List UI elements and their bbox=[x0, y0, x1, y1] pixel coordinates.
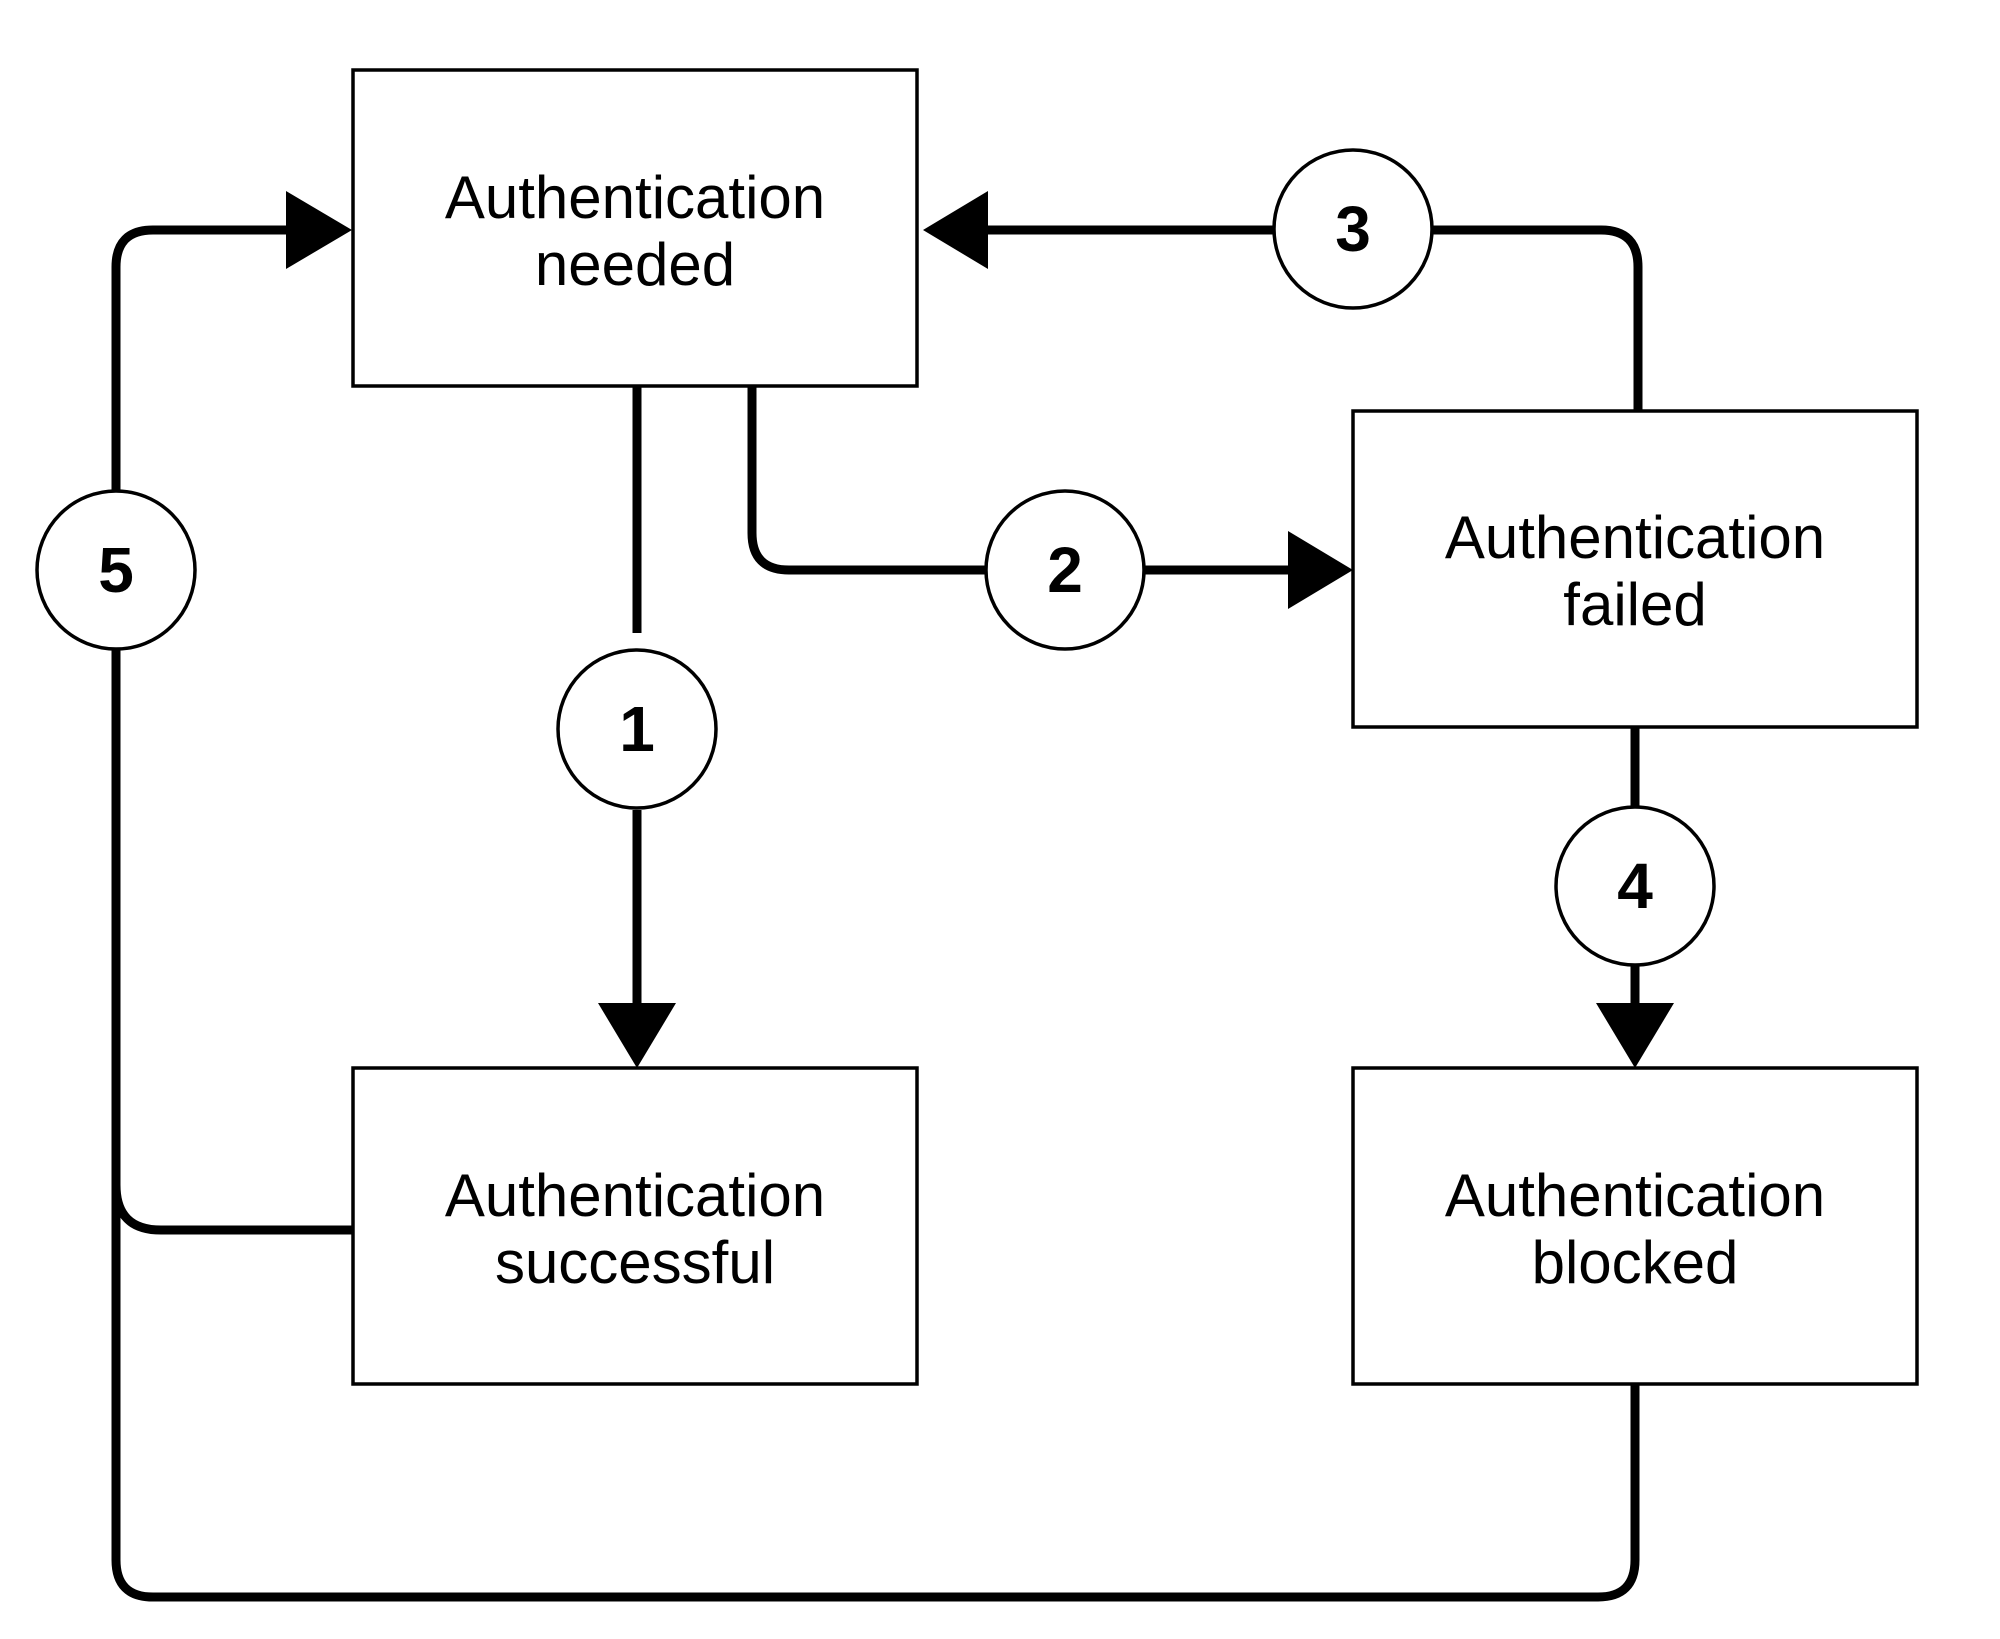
state-successful-line2: successful bbox=[495, 1229, 775, 1296]
transition-badge-3: 3 bbox=[1272, 148, 1434, 310]
transition-5-arrowhead bbox=[286, 191, 352, 269]
transition-1-arrowhead bbox=[598, 1003, 676, 1068]
state-failed-line2: failed bbox=[1563, 571, 1706, 638]
state-needed-line2: needed bbox=[535, 231, 735, 298]
transition-5 bbox=[111, 191, 1640, 1602]
transition-badge-1: 1 bbox=[556, 648, 718, 810]
state-authentication-failed: Authentication failed bbox=[1351, 409, 1919, 729]
transition-3 bbox=[923, 191, 1643, 411]
state-blocked-line2: blocked bbox=[1532, 1229, 1739, 1296]
transition-2-arrowhead bbox=[1288, 531, 1353, 609]
badge-1-label: 1 bbox=[619, 693, 655, 765]
transition-badge-5: 5 bbox=[35, 489, 197, 651]
badge-4-label: 4 bbox=[1617, 850, 1653, 922]
badge-3-label: 3 bbox=[1335, 193, 1371, 265]
state-needed-line1: Authentication bbox=[445, 164, 825, 231]
badge-5-label: 5 bbox=[98, 534, 134, 606]
state-failed-line1: Authentication bbox=[1445, 504, 1825, 571]
transition-5-branch-from-successful bbox=[111, 1184, 353, 1235]
state-authentication-needed: Authentication needed bbox=[351, 68, 919, 388]
transition-4-arrowhead bbox=[1596, 1003, 1674, 1068]
transition-5-line bbox=[111, 225, 292, 490]
state-authentication-successful: Authentication successful bbox=[351, 1066, 919, 1386]
state-blocked-line1: Authentication bbox=[1445, 1162, 1825, 1229]
state-successful-line1: Authentication bbox=[445, 1162, 825, 1229]
transition-badge-2: 2 bbox=[984, 489, 1146, 651]
transition-3-arrowhead bbox=[923, 191, 988, 269]
transition-badge-4: 4 bbox=[1554, 805, 1716, 967]
transition-1 bbox=[598, 386, 676, 1068]
transition-2-line bbox=[747, 386, 1295, 575]
transition-3-line bbox=[983, 225, 1643, 411]
state-authentication-blocked: Authentication blocked bbox=[1351, 1066, 1919, 1386]
badge-2-label: 2 bbox=[1047, 534, 1083, 606]
transition-2 bbox=[747, 386, 1353, 609]
transition-5-line-main bbox=[111, 650, 1640, 1602]
